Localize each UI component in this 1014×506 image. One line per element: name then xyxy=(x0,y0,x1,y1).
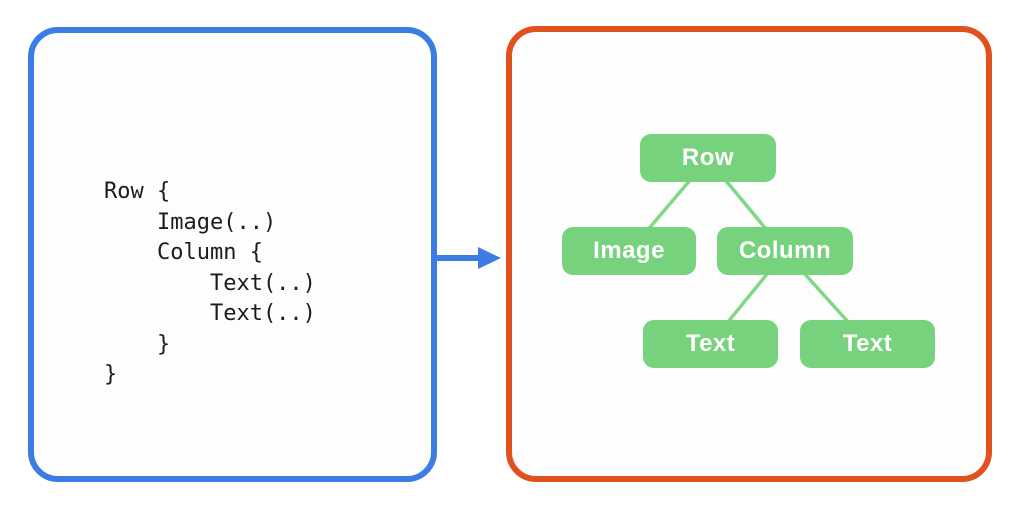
tree-node-column: Column xyxy=(717,227,853,275)
tree-panel: Row Image Column Text Text xyxy=(506,26,992,482)
tree-node-label: Text xyxy=(842,330,893,357)
tree-node-label: Image xyxy=(593,237,665,264)
tree-node-image: Image xyxy=(562,227,696,275)
tree-node-label: Row xyxy=(681,144,735,171)
tree-node-label: Column xyxy=(738,237,832,264)
tree-node-row: Row xyxy=(640,134,776,182)
tree-node-text-2: Text xyxy=(800,320,935,368)
right-arrow-icon xyxy=(433,247,501,269)
tree-node-label: Text xyxy=(685,330,736,357)
code-snippet: Row { Image(..) Column { Text(..) Text(.… xyxy=(104,179,316,387)
code-panel: Row { Image(..) Column { Text(..) Text(.… xyxy=(28,27,437,482)
tree-node-text-1: Text xyxy=(643,320,778,368)
